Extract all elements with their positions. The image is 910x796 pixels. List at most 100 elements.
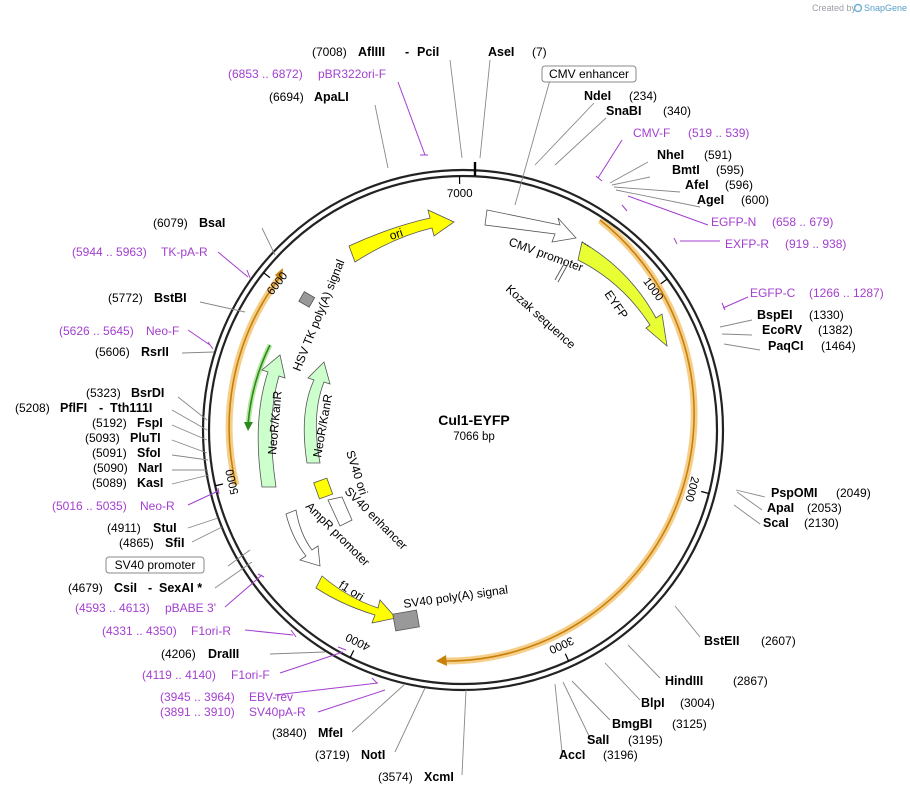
site-xcmI[interactable]: XcmI(3574) [378, 770, 454, 784]
svg-text:BlpI: BlpI [641, 696, 665, 710]
site-bspeI[interactable]: BspEI(1330) [757, 308, 844, 322]
site-afliii-pciI[interactable]: (7008)AflIII-PciI [312, 45, 439, 59]
ampr-promoter-feature[interactable] [285, 509, 321, 567]
sv40-ori-feature[interactable] [313, 477, 334, 500]
site-bmtI[interactable]: BmtI(595) [672, 163, 744, 177]
primer-egfp-n[interactable]: EGFP-N(658 .. 679) [711, 215, 833, 229]
leader-lines [171, 59, 766, 776]
site-sfiI[interactable]: (4865)SfiI [119, 536, 184, 550]
primer-f1ori-r[interactable]: (4331 .. 4350)F1ori-R [102, 624, 231, 638]
cmv-enhancer-box[interactable] [541, 65, 637, 83]
svg-text:(1266 .. 1287): (1266 .. 1287) [809, 286, 884, 300]
svg-text:(1330): (1330) [809, 308, 844, 322]
svg-text:KasI: KasI [137, 476, 163, 490]
site-bsrdI[interactable]: (5323)BsrDI [86, 386, 164, 400]
svg-text:DraIII: DraIII [208, 647, 239, 661]
primer-neo-f[interactable]: (5626 .. 5645)Neo-F [59, 324, 179, 338]
primer-f1ori-f[interactable]: (4119 .. 4140)F1ori-F [142, 668, 270, 682]
tick-mark [263, 272, 271, 279]
cmv-promoter-arrow[interactable] [484, 209, 577, 243]
svg-text:ScaI: ScaI [763, 516, 789, 530]
svg-text:AccI: AccI [559, 748, 585, 762]
site-fspI[interactable]: (5192)FspI [92, 416, 163, 430]
site-bmgbi[interactable]: BmgBI(3125) [612, 717, 707, 731]
primer-cmv-f[interactable]: CMV-F(519 .. 539) [633, 126, 749, 140]
site-draiii[interactable]: (4206)DraIII [161, 647, 239, 661]
svg-text:BsaI: BsaI [199, 216, 225, 230]
site-nheI[interactable]: NheI(591) [657, 148, 732, 162]
site-notI[interactable]: NotI(3719) [315, 748, 385, 762]
svg-text:(5772): (5772) [108, 291, 143, 305]
svg-text:TK-pA-R: TK-pA-R [161, 245, 208, 259]
svg-text:SexAI *: SexAI * [159, 581, 202, 595]
site-mfeI[interactable]: MfeI(3840) [272, 726, 343, 740]
site-rsrII[interactable]: (5606)RsrII [95, 345, 169, 359]
svg-text:(3196): (3196) [603, 748, 638, 762]
sv40-enhancer-feature[interactable] [327, 496, 353, 527]
site-salI[interactable]: SalI(3195) [587, 733, 663, 747]
primer-sv40pa-r[interactable]: (3891 .. 3910)SV40pA-R [160, 705, 306, 719]
primer-exfp-r[interactable]: EXFP-R(919 .. 938) [725, 237, 846, 251]
credit-brand: SnapGene [864, 3, 907, 13]
site-ndeI[interactable]: NdeI(234) [584, 89, 657, 103]
svg-text:FspI: FspI [137, 416, 163, 430]
svg-text:PspOMI: PspOMI [771, 486, 818, 500]
svg-text:(5090): (5090) [93, 461, 128, 475]
site-bsteii[interactable]: BstEII(2607) [704, 634, 796, 648]
site-apaLI[interactable]: (6694)ApaLI [269, 90, 349, 104]
svg-text:PaqCI: PaqCI [768, 339, 803, 353]
svg-text:MfeI: MfeI [318, 726, 343, 740]
site-scaI[interactable]: ScaI (2130) [763, 516, 839, 530]
sv40-polya-feature[interactable] [392, 609, 420, 632]
svg-text:(4679): (4679) [68, 581, 103, 595]
neo-orf-arrowhead [244, 422, 253, 431]
site-aseI[interactable]: AseI(7) [488, 45, 547, 59]
svg-text:(5016 .. 5035): (5016 .. 5035) [52, 499, 127, 513]
site-snabi[interactable]: SnaBI(340) [606, 104, 691, 118]
primer-pbabe-3[interactable]: (4593 .. 4613)pBABE 3' [75, 601, 216, 615]
ori-feature[interactable] [348, 209, 455, 263]
svg-text:PluTI: PluTI [130, 431, 161, 445]
site-pflfI-tth111I[interactable]: (5208)PflFI-Tth111I [15, 401, 152, 415]
site-hindiii[interactable]: HindIII (2867) [665, 674, 768, 688]
site-blpI[interactable]: BlpI(3004) [641, 696, 715, 710]
svg-text:(919 .. 938): (919 .. 938) [785, 237, 846, 251]
site-afeI[interactable]: AfeI(596) [685, 178, 753, 192]
site-narI[interactable]: (5090)NarI [93, 461, 162, 475]
svg-text:(3574): (3574) [378, 770, 413, 784]
site-ecorv[interactable]: EcoRV(1382) [762, 323, 853, 337]
primer-neo-r[interactable]: (5016 .. 5035)Neo-R [52, 499, 175, 513]
neor-kanr-outer-feature[interactable] [257, 354, 286, 488]
site-plutI[interactable]: (5093)PluTI [85, 431, 161, 445]
svg-text:HindIII: HindIII [665, 674, 703, 688]
site-ageI[interactable]: AgeI(600) [697, 193, 769, 207]
svg-text:(2607): (2607) [761, 634, 796, 648]
site-pspomi[interactable]: PspOMI(2049) [771, 486, 871, 500]
site-bstbI[interactable]: (5772)BstBI [108, 291, 187, 305]
f1-ori-feature[interactable] [315, 575, 397, 624]
svg-text:(2053): (2053) [807, 501, 842, 515]
neor-kanr-inner-feature[interactable] [303, 361, 331, 464]
svg-text:(2130): (2130) [804, 516, 839, 530]
site-paqci[interactable]: PaqCI(1464) [768, 339, 856, 353]
site-sfoI[interactable]: (5091)SfoI [92, 446, 161, 460]
eyfp-feature[interactable] [577, 241, 668, 348]
site-kasI[interactable]: (5089)KasI [92, 476, 163, 490]
site-bsaI[interactable]: (6079)BsaI [153, 216, 225, 230]
svg-text:(2867): (2867) [733, 674, 768, 688]
site-csiI-sexaI[interactable]: (4679)CsiI-SexAI * [68, 581, 202, 595]
svg-text:(4865): (4865) [119, 536, 154, 550]
tick-mark [564, 653, 570, 662]
primer-ebv-rev[interactable]: (3945 .. 3964)EBV-rev [160, 690, 293, 704]
site-stuI[interactable]: (4911)StuI [107, 521, 177, 535]
site-apaI[interactable]: ApaI(2053) [767, 501, 842, 515]
primer-egfp-c[interactable]: EGFP-C(1266 .. 1287) [750, 286, 884, 300]
sv40-promoter-box[interactable] [105, 556, 205, 574]
hsv-tk-polya-feature[interactable] [298, 291, 316, 308]
site-accI[interactable]: AccI (3196) [559, 748, 638, 762]
ori-label: ori [388, 225, 405, 242]
primer-pbr322ori-f[interactable]: (6853 .. 6872)pBR322ori-F [228, 67, 386, 81]
primer-tk-pa-r[interactable]: (5944 .. 5963)TK-pA-R [72, 245, 208, 259]
tick-label: 7000 [447, 188, 473, 200]
